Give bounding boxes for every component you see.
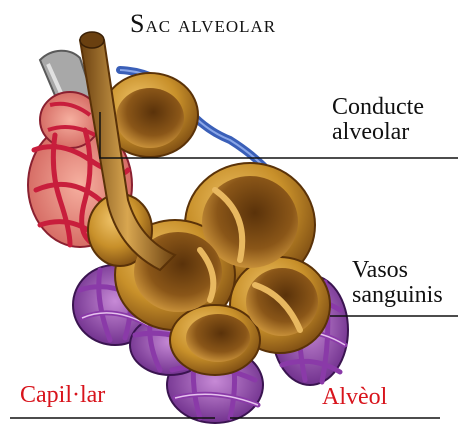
label-conducte-alveolar: Conducte alveolar xyxy=(332,95,424,145)
title-initial: S xyxy=(130,9,145,38)
label-conducte-line2: alveolar xyxy=(332,120,424,145)
diagram-title: Sac alveolar xyxy=(130,10,276,38)
label-vasos-line2: sanguinis xyxy=(352,283,443,308)
label-vasos-sanguinis: Vasos sanguinis xyxy=(352,258,443,308)
label-vasos-line1: Vasos xyxy=(352,258,443,283)
label-conducte-line1: Conducte xyxy=(332,95,424,120)
title-rest: ac alveolar xyxy=(145,12,276,38)
label-alveol: Alvèol xyxy=(322,385,387,410)
label-capillar: Capil·lar xyxy=(20,383,105,408)
